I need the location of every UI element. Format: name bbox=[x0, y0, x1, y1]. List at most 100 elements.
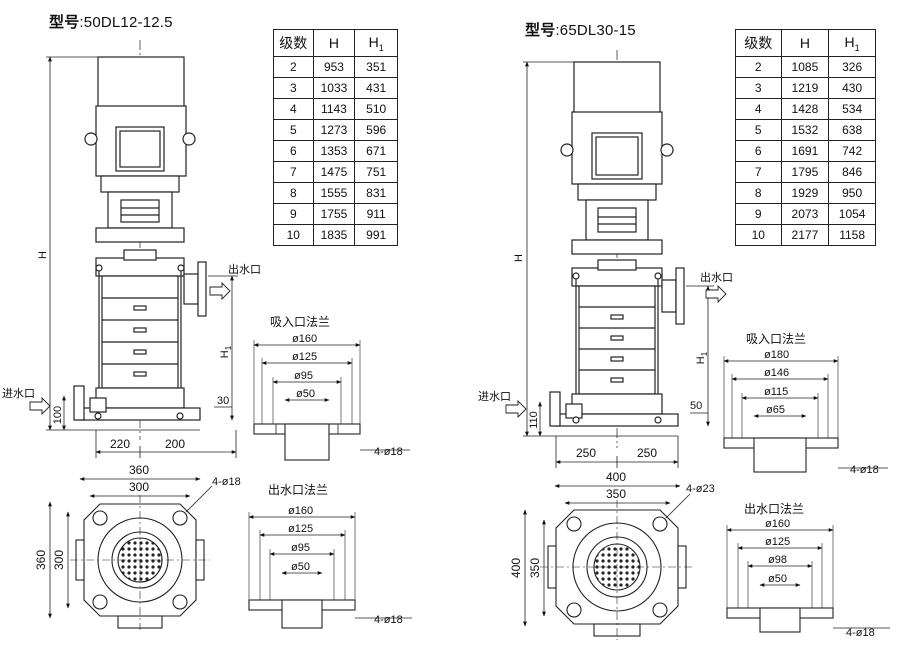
model-title-left: 型号:50DL12-12.5 bbox=[49, 11, 173, 32]
inlet-label: 进水口 bbox=[478, 390, 511, 403]
svg-text:350: 350 bbox=[528, 558, 542, 578]
svg-text:ø50: ø50 bbox=[768, 573, 787, 585]
outlet-label: 出水口 bbox=[700, 270, 733, 284]
dimensions-left bbox=[46, 56, 238, 458]
svg-text:ø180: ø180 bbox=[764, 349, 789, 361]
cell-h1: 351 bbox=[354, 56, 398, 78]
flow-arrows-right bbox=[505, 284, 727, 419]
suction-flange-right-labels: 吸入口法兰 ø180 ø146 ø115 ø65 4-ø18 bbox=[746, 332, 879, 476]
front-view-left bbox=[73, 40, 207, 440]
cell-h1: 831 bbox=[354, 182, 398, 204]
model-title-right: 型号:65DL30-15 bbox=[525, 19, 636, 40]
svg-text:350: 350 bbox=[606, 487, 626, 501]
svg-text:400: 400 bbox=[606, 470, 626, 484]
header-h1: H1 bbox=[828, 29, 876, 57]
cell-h1: 430 bbox=[828, 77, 876, 99]
cell-stages: 10 bbox=[273, 224, 314, 246]
svg-text:ø125: ø125 bbox=[292, 351, 317, 363]
discharge-flange-right-labels: 出水口法兰 ø160 ø125 ø98 ø50 4-ø18 bbox=[744, 502, 875, 639]
suction-flange-left-labels: 吸入口法兰 ø160 ø125 ø95 ø50 4-ø18 bbox=[270, 315, 403, 458]
svg-text:360: 360 bbox=[129, 463, 149, 477]
discharge-flange-left-labels: 出水口法兰 ø160 ø125 ø95 ø50 4-ø18 bbox=[268, 483, 403, 626]
model-prefix: 型号 bbox=[49, 14, 80, 31]
header-h1: H1 bbox=[354, 29, 398, 57]
cell-h: 1033 bbox=[312, 77, 356, 99]
model-number: :65DL30-15 bbox=[555, 22, 636, 39]
svg-text:ø65: ø65 bbox=[766, 404, 785, 416]
svg-text:ø95: ø95 bbox=[291, 542, 310, 554]
cell-h: 1273 bbox=[312, 119, 356, 141]
dim-base-left: 250 bbox=[576, 446, 596, 460]
plan-view-right bbox=[540, 500, 694, 640]
svg-text:出水口法兰: 出水口法兰 bbox=[744, 502, 804, 516]
cell-h1: 1054 bbox=[828, 203, 876, 225]
front-labels-left: H H1 100 30 220 200 出水口 进水口 bbox=[2, 251, 261, 451]
svg-text:360: 360 bbox=[34, 550, 48, 570]
dim-base-right: 200 bbox=[165, 437, 185, 451]
model-prefix: 型号 bbox=[525, 22, 556, 39]
cell-h: 2177 bbox=[780, 224, 830, 246]
outlet-arrow-icon bbox=[705, 284, 727, 304]
header-h: H bbox=[780, 29, 830, 57]
svg-text:ø115: ø115 bbox=[764, 386, 788, 398]
cell-h: 1555 bbox=[312, 182, 356, 204]
cell-h: 1835 bbox=[312, 224, 356, 246]
svg-text:4-ø18: 4-ø18 bbox=[374, 446, 403, 458]
cell-h1: 991 bbox=[354, 224, 398, 246]
dim-outlet-offset: 50 bbox=[690, 400, 702, 412]
svg-text:吸入口法兰: 吸入口法兰 bbox=[746, 332, 806, 346]
svg-text:ø50: ø50 bbox=[291, 561, 310, 573]
dim-base-right: 250 bbox=[637, 446, 657, 460]
svg-text:4-ø18: 4-ø18 bbox=[374, 614, 403, 626]
suction-flange-right bbox=[723, 356, 888, 473]
inlet-label: 进水口 bbox=[2, 387, 35, 400]
outlet-arrow-icon bbox=[209, 281, 231, 301]
cell-h1: 911 bbox=[354, 203, 398, 225]
cell-h: 1475 bbox=[312, 161, 356, 183]
svg-text:4-ø18: 4-ø18 bbox=[212, 476, 241, 488]
inlet-arrow-icon bbox=[29, 396, 51, 416]
dim-H1-label: H1 bbox=[695, 351, 709, 364]
plan-dims-right bbox=[523, 484, 691, 627]
flow-arrows-left bbox=[29, 281, 231, 416]
svg-text:ø160: ø160 bbox=[292, 333, 317, 345]
dim-base-left: 220 bbox=[110, 437, 130, 451]
svg-text:ø125: ø125 bbox=[288, 523, 313, 535]
cell-h: 1755 bbox=[312, 203, 356, 225]
dim-H-label: H bbox=[513, 254, 525, 262]
svg-text:吸入口法兰: 吸入口法兰 bbox=[270, 315, 330, 329]
cell-h: 1929 bbox=[780, 182, 830, 204]
header-stages: 级数 bbox=[735, 29, 782, 57]
cell-h1: 1158 bbox=[828, 224, 876, 246]
svg-text:4-ø18: 4-ø18 bbox=[850, 464, 879, 476]
dim-inlet-height: 100 bbox=[52, 406, 64, 424]
plan-labels-left: 360 300 360 300 4-ø18 bbox=[34, 463, 241, 570]
svg-text:300: 300 bbox=[52, 550, 66, 570]
cell-h: 1143 bbox=[312, 98, 356, 120]
svg-text:ø98: ø98 bbox=[768, 554, 787, 566]
dim-H1-label: H1 bbox=[219, 345, 233, 358]
svg-text:4-ø23: 4-ø23 bbox=[686, 483, 715, 495]
cell-h1: 534 bbox=[828, 98, 876, 120]
model-number: :50DL12-12.5 bbox=[79, 14, 173, 31]
front-labels-right: H H1 110 50 250 250 出水口 进水口 bbox=[478, 254, 733, 460]
cell-h1: 742 bbox=[828, 140, 876, 162]
cell-h: 1353 bbox=[312, 140, 356, 162]
